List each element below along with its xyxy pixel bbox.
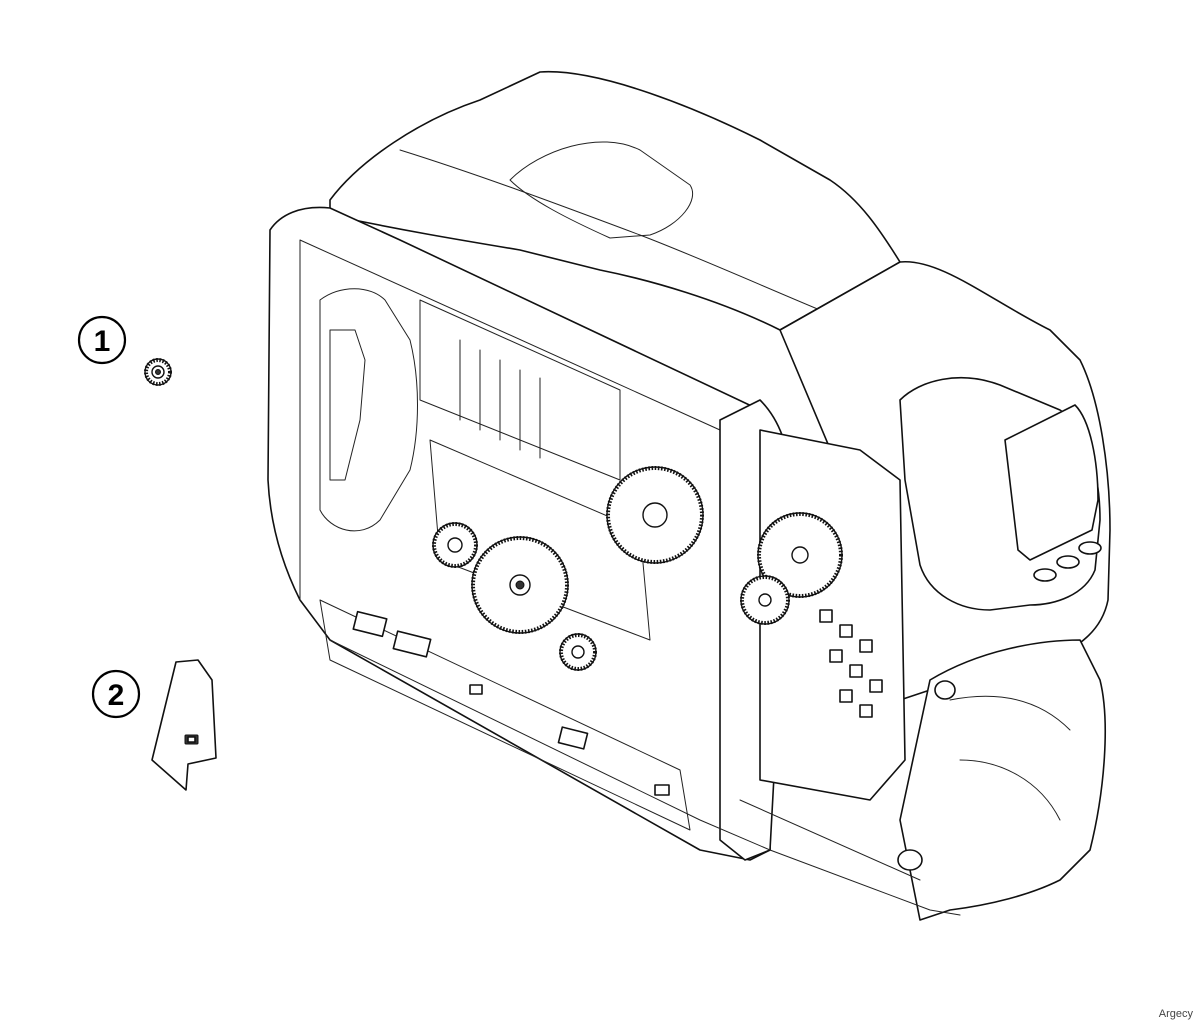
callout-1-label: 1 bbox=[94, 325, 111, 358]
callout-2-label: 2 bbox=[108, 679, 125, 712]
callout-2-circle bbox=[91, 669, 141, 719]
callout-2: 2 bbox=[91, 669, 141, 719]
right-gear-train bbox=[740, 512, 843, 625]
right-module-pattern bbox=[819, 609, 883, 718]
printer-assembly bbox=[267, 70, 1111, 921]
callout-1-circle bbox=[77, 315, 127, 365]
watermark: Argecy bbox=[1158, 1008, 1193, 1020]
left-gear-train bbox=[432, 466, 704, 671]
callout-1: 1 bbox=[77, 315, 127, 365]
part-1-small-gear bbox=[144, 358, 172, 386]
part-2-bracket bbox=[151, 659, 217, 791]
